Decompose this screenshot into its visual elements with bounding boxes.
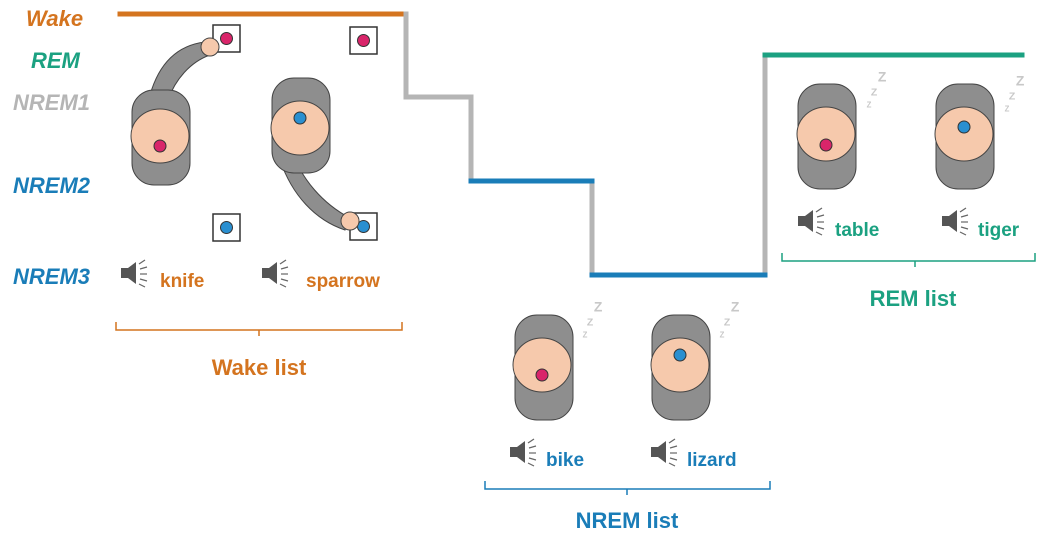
rem-panel: table tiger REM list	[781, 68, 1036, 311]
hypnogram	[117, 11, 1025, 278]
rem-word-table: table	[835, 220, 879, 241]
wake-word-knife: knife	[160, 271, 204, 292]
sleep-z-icon	[719, 298, 740, 340]
stage-label-wake: Wake	[26, 6, 83, 31]
wake-panel: knife sparrow Wake list	[115, 24, 403, 380]
nrem-list-label: NREM list	[576, 508, 679, 533]
speaker-icon	[509, 438, 537, 467]
wake-word-sparrow: sparrow	[306, 271, 380, 292]
speaker-icon	[650, 438, 678, 467]
rem-list-bracket	[781, 253, 1036, 267]
speaker-icon	[941, 207, 969, 236]
person-icon	[934, 83, 995, 190]
person-icon	[512, 314, 574, 421]
stage-label-nrem1: NREM1	[13, 90, 90, 115]
hypnogram-nrem1-segment	[403, 11, 768, 278]
target-box-icon	[349, 26, 378, 55]
sleep-z-icon	[1004, 72, 1025, 114]
speaker-icon	[797, 207, 825, 236]
stage-label-nrem2: NREM2	[13, 173, 91, 198]
stage-labels: Wake REM NREM1 NREM2 NREM3	[13, 6, 91, 289]
person-icon	[130, 37, 220, 186]
person-icon	[796, 83, 857, 190]
rem-list-label: REM list	[870, 286, 957, 311]
wake-list-label: Wake list	[212, 355, 307, 380]
nrem-list-bracket	[484, 481, 771, 495]
target-box-icon	[212, 24, 241, 53]
stage-label-rem: REM	[31, 48, 81, 73]
stage-label-nrem3: NREM3	[13, 264, 90, 289]
rem-word-tiger: tiger	[978, 220, 1020, 241]
speaker-icon	[261, 259, 289, 288]
sleep-z-icon	[866, 68, 887, 110]
speaker-icon	[120, 259, 148, 288]
nrem-panel: bike lizard NREM list	[484, 298, 771, 533]
target-box-icon	[212, 213, 241, 242]
nrem-word-bike: bike	[546, 450, 584, 471]
person-icon	[650, 314, 711, 421]
wake-list-bracket	[115, 322, 403, 336]
sleep-z-icon	[582, 298, 603, 340]
person-icon	[270, 77, 360, 231]
nrem-word-lizard: lizard	[687, 450, 737, 471]
